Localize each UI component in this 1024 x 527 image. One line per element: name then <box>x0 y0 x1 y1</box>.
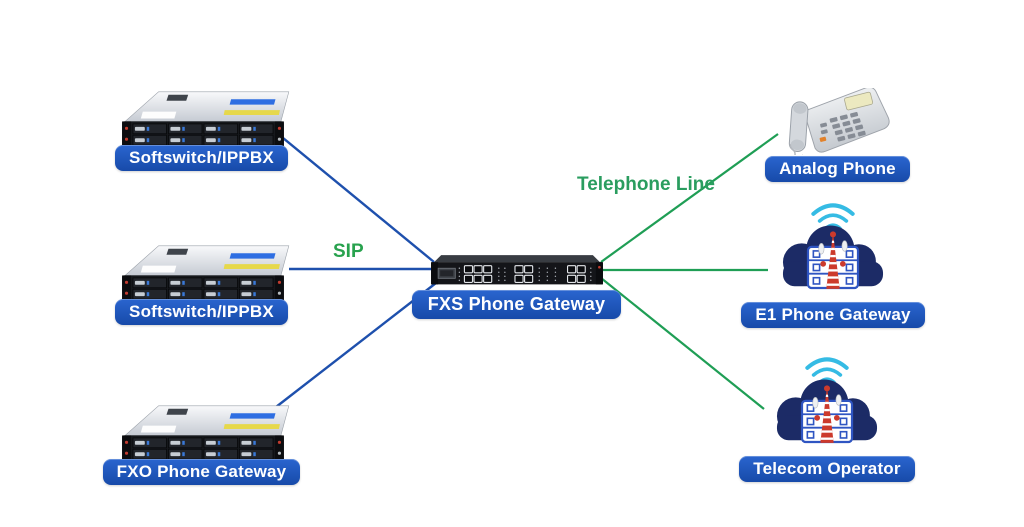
node-label-e1-gateway: E1 Phone Gateway <box>741 302 925 328</box>
wire-softswitch-top-to-fxs <box>265 123 435 263</box>
sip-protocol-label: SIP <box>333 241 364 262</box>
rack-server-icon <box>113 394 291 467</box>
rack-server-icon <box>113 234 291 307</box>
node-e1-gateway: E1 Phone Gateway <box>741 193 925 328</box>
node-label-softswitch-mid: Softswitch/IPPBX <box>115 299 288 325</box>
node-label-fxo-gateway: FXO Phone Gateway <box>102 459 301 485</box>
node-label-softswitch-top: Softswitch/IPPBX <box>115 145 288 171</box>
wire-fxo-to-fxs <box>275 282 437 408</box>
wire-fxs-to-telecom-operator <box>600 277 765 410</box>
node-label-fxs-gateway: FXS Phone Gateway <box>411 289 622 319</box>
node-softswitch-mid: Softswitch/IPPBX <box>104 234 299 325</box>
wire-fxs-to-analog-phone <box>600 133 779 263</box>
node-fxo-gateway: FXO Phone Gateway <box>102 394 301 485</box>
node-label-telecom-operator: Telecom Operator <box>739 456 915 482</box>
rack-server-icon <box>113 80 291 153</box>
telephone-line-label: Telephone Line <box>577 174 715 195</box>
node-softswitch-top: Softswitch/IPPBX <box>104 80 299 171</box>
node-telecom-operator: Telecom Operator <box>739 347 915 482</box>
node-fxs-gateway: FXS Phone Gateway <box>411 247 622 319</box>
node-label-analog-phone: Analog Phone <box>765 156 910 182</box>
node-analog-phone: Analog Phone <box>765 88 910 182</box>
rack-gateway-icon <box>426 247 608 292</box>
desk-phone-icon <box>780 88 896 155</box>
cloud-tower-icon <box>760 347 894 453</box>
cloud-tower-icon <box>766 193 900 299</box>
